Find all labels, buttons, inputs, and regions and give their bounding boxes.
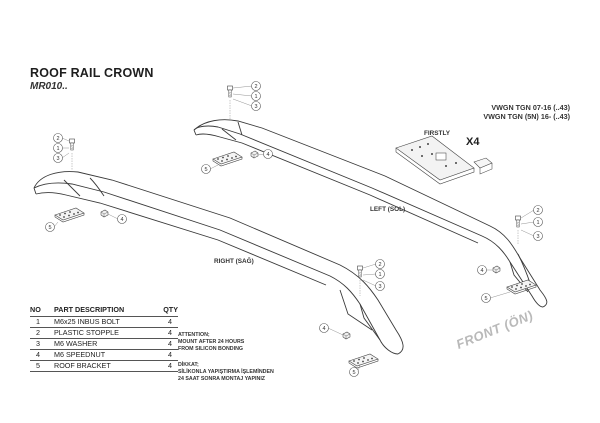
row-no: 2 bbox=[36, 328, 40, 337]
svg-text:4: 4 bbox=[120, 217, 123, 223]
row-description: M6x25 INBUS BOLT bbox=[54, 317, 120, 326]
attention-note: ATTENTION; MOUNT AFTER 24 HOURS FROM SIL… bbox=[178, 332, 244, 353]
row-qty: 4 bbox=[168, 328, 172, 337]
table-row: 4 M6 SPEEDNUT 4 bbox=[30, 349, 178, 360]
diagram-title: ROOF RAIL CROWN bbox=[30, 66, 154, 80]
svg-text:4: 4 bbox=[266, 152, 269, 158]
table-row: 2 PLASTIC STOPPLE 4 bbox=[30, 327, 178, 338]
svg-text:4: 4 bbox=[322, 326, 325, 332]
product-code: MR010.. bbox=[30, 81, 68, 92]
svg-text:3: 3 bbox=[254, 104, 257, 110]
svg-text:4: 4 bbox=[480, 268, 483, 274]
svg-text:2: 2 bbox=[56, 136, 59, 142]
row-description: M6 SPEEDNUT bbox=[54, 350, 106, 359]
svg-text:2: 2 bbox=[378, 262, 381, 268]
hardware-stack-right-mid bbox=[515, 215, 521, 245]
firstly-label: FIRSTLY bbox=[424, 130, 451, 137]
row-description: ROOF BRACKET bbox=[54, 361, 111, 370]
roof-bracket-2 bbox=[54, 207, 109, 223]
attention-line-1: MOUNT AFTER 24 HOURS bbox=[178, 339, 245, 345]
row-description: M6 WASHER bbox=[54, 339, 98, 348]
roof-bracket-4 bbox=[342, 331, 379, 369]
svg-text:3: 3 bbox=[536, 234, 539, 240]
parts-table: NO PART DESCRIPTION QTY 1 M6x25 INBUS BO… bbox=[30, 305, 178, 372]
svg-text:1: 1 bbox=[56, 146, 59, 152]
parts-table-header: NO PART DESCRIPTION QTY bbox=[30, 305, 178, 314]
row-qty: 4 bbox=[168, 339, 172, 348]
dikkat-line-1: SİLİKONLA YAPIŞTIRMA İŞLEMİNDEN bbox=[178, 369, 274, 375]
table-row: 5 ROOF BRACKET 4 bbox=[30, 360, 178, 372]
hardware-stack-bottom-mid bbox=[357, 265, 363, 296]
svg-text:5: 5 bbox=[484, 296, 487, 302]
row-no: 5 bbox=[36, 361, 40, 370]
svg-text:5: 5 bbox=[204, 167, 207, 173]
svg-text:3: 3 bbox=[378, 284, 381, 290]
table-row: 3 M6 WASHER 4 bbox=[30, 338, 178, 349]
roof-bracket-1 bbox=[212, 150, 259, 167]
svg-text:3: 3 bbox=[56, 156, 59, 162]
right-rail-label: RIGHT (SAĞ) bbox=[214, 258, 254, 265]
right-roof-rail bbox=[33, 171, 404, 355]
dikkat-line-2: 24 SAAT SONRA MONTAJ YAPINIZ bbox=[178, 376, 266, 382]
row-no: 4 bbox=[36, 350, 40, 359]
svg-text:2: 2 bbox=[254, 84, 257, 90]
quantity-mark: X4 bbox=[466, 136, 480, 148]
svg-text:5: 5 bbox=[352, 370, 355, 376]
hardware-stack-top-center bbox=[227, 85, 233, 120]
left-roof-rail bbox=[193, 119, 548, 308]
svg-text:1: 1 bbox=[378, 272, 381, 278]
row-no: 1 bbox=[36, 317, 40, 326]
attention-heading: ATTENTION; bbox=[178, 332, 210, 338]
attention-line-2: FROM SILICON BONDING bbox=[178, 346, 244, 352]
dikkat-heading: DİKKAT; bbox=[178, 362, 199, 368]
table-row: 1 M6x25 INBUS BOLT 4 bbox=[30, 316, 178, 327]
firstly-bracket-detail bbox=[395, 135, 493, 185]
roof-bracket-3 bbox=[492, 265, 537, 295]
vehicle-model-2: VWGN TGN (5N) 16- (..43) bbox=[483, 112, 570, 121]
header-qty: QTY bbox=[163, 305, 178, 314]
row-qty: 4 bbox=[168, 350, 172, 359]
callout-circles: 2 1 3 2 1 3 2 1 3 2 1 3 5 4 5 4 4 5 4 5 bbox=[45, 81, 543, 377]
svg-text:2: 2 bbox=[536, 208, 539, 214]
dikkat-note: DİKKAT; SİLİKONLA YAPIŞTIRMA İŞLEMİNDEN … bbox=[178, 362, 274, 383]
row-qty: 4 bbox=[168, 317, 172, 326]
svg-text:1: 1 bbox=[254, 94, 257, 100]
header-no: NO bbox=[30, 305, 41, 314]
hardware-stack-top-left bbox=[69, 138, 75, 170]
row-no: 3 bbox=[36, 339, 40, 348]
left-rail-label: LEFT (SOL) bbox=[370, 206, 406, 213]
row-qty: 4 bbox=[168, 361, 172, 370]
vehicle-model-1: VWGN TGN 07-16 (..43) bbox=[491, 103, 570, 112]
row-description: PLASTIC STOPPLE bbox=[54, 328, 119, 337]
svg-text:5: 5 bbox=[48, 225, 51, 231]
svg-text:1: 1 bbox=[536, 220, 539, 226]
header-description: PART DESCRIPTION bbox=[54, 305, 125, 314]
